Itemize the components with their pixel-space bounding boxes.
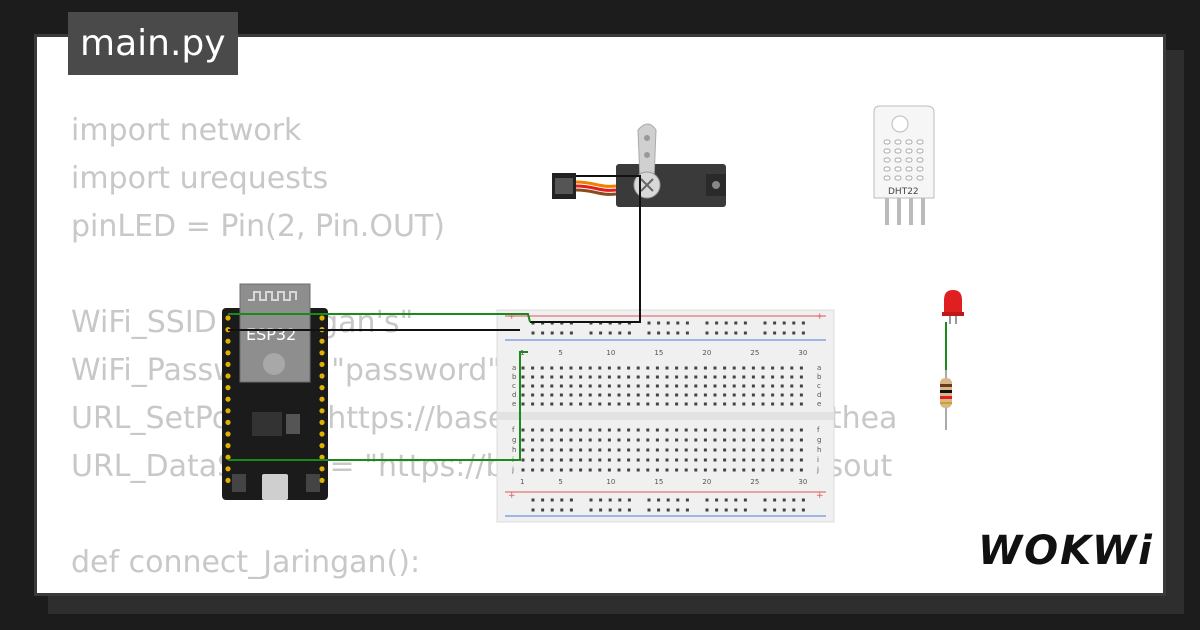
wokwi-logo: WOKWi: [978, 528, 1154, 574]
project-card[interactable]: import network import urequests pinLED = P…: [34, 34, 1166, 596]
code-line: WiFi_Password = "password": [71, 353, 502, 388]
code-line: URL_SetPoint = "https://base-default-rtd…: [71, 401, 898, 436]
code-line: import urequests: [71, 161, 329, 196]
code-line: [71, 251, 897, 299]
file-tab[interactable]: main.py: [68, 12, 238, 75]
code-line: [71, 491, 897, 539]
code-line: URL_DataSensor = "https://base-default-r…: [71, 449, 893, 484]
code-line: sta_if = network.WLAN(network.STA_IF): [71, 587, 897, 593]
code-line: import network: [71, 113, 302, 148]
code-line: WiFi_SSID = "Megan's": [71, 305, 414, 340]
code-line: def connect_Jaringan():: [71, 545, 421, 580]
code-preview: import network import urequests pinLED = P…: [71, 107, 898, 593]
code-line: pinLED = Pin(2, Pin.OUT): [71, 209, 445, 244]
